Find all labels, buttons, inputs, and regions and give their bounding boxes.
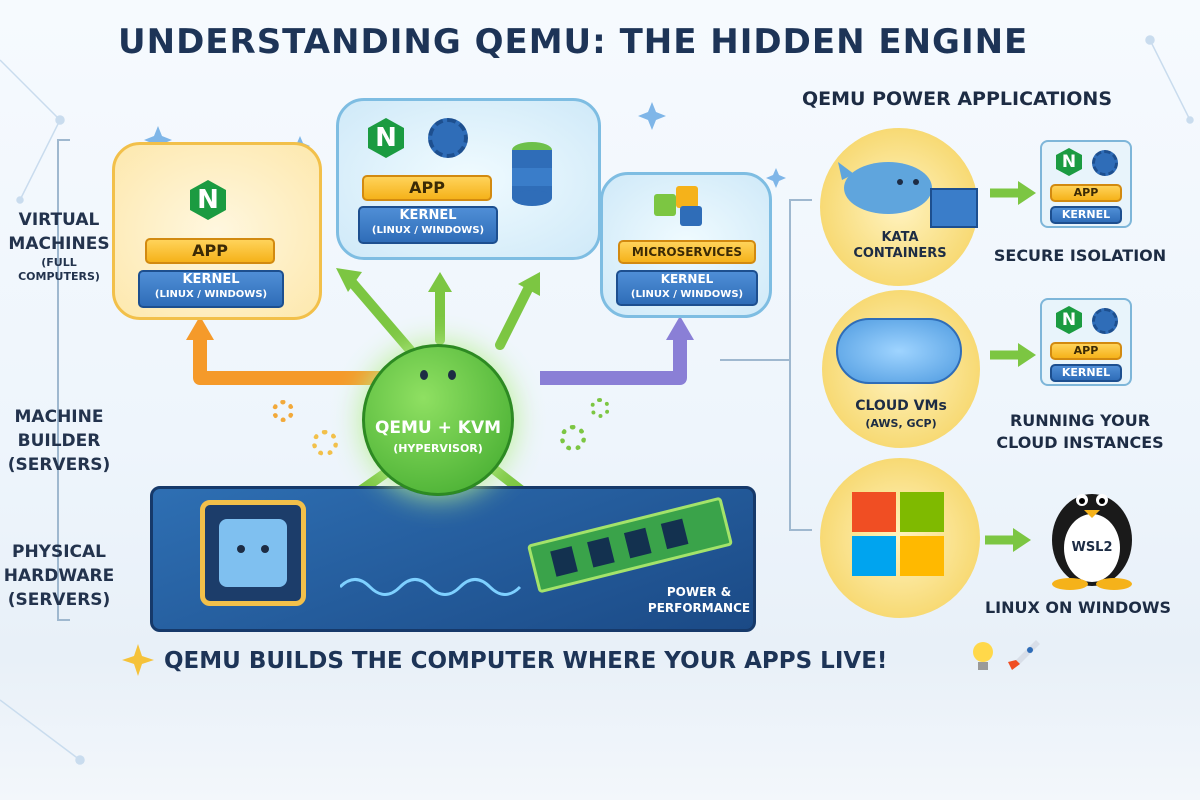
bottom-message: QEMU BUILDS THE COMPUTER WHERE YOUR APPS… <box>164 648 888 674</box>
kata-label-line1: KATA <box>881 230 919 245</box>
secure-isolation-label: SECURE ISOLATION <box>993 246 1167 265</box>
vm-left-kernel-sub: (LINUX / WINDOWS) <box>154 289 268 300</box>
label-virtual-sub: (FULL COMPUTERS) <box>18 256 100 283</box>
hardware-label-line2: PERFORMANCE <box>647 601 751 615</box>
secure-vm-app: APP <box>1050 184 1122 202</box>
page-title: UNDERSTANDING QEMU: THE HIDDEN ENGINE <box>118 22 1029 62</box>
applications-heading: QEMU POWER APPLICATIONS <box>802 88 1113 110</box>
label-machine-builder: MACHINE BUILDER (SERVERS) <box>0 405 118 477</box>
wave-icon <box>340 578 522 596</box>
label-builder-line1: MACHINE <box>14 407 104 427</box>
cloud-instances-label: RUNNING YOUR CLOUD INSTANCES <box>980 410 1180 454</box>
vm-center-kernel-label: KERNEL <box>399 208 457 223</box>
gear-icon <box>560 425 586 451</box>
label-hardware-line2: HARDWARE <box>3 566 115 586</box>
database-icon <box>512 142 552 206</box>
label-builder-line3: (SERVERS) <box>7 455 111 475</box>
vm-right-kernel: KERNEL (LINUX / WINDOWS) <box>616 270 758 306</box>
cloud-label-line2: (AWS, GCP) <box>865 417 937 430</box>
gear-icon <box>1092 308 1118 334</box>
gear-icon <box>312 430 338 456</box>
vm-center-kernel: KERNEL (LINUX / WINDOWS) <box>358 206 498 244</box>
vm-left-kernel: KERNEL (LINUX / WINDOWS) <box>138 270 284 308</box>
vm-center-kernel-sub: (LINUX / WINDOWS) <box>371 225 485 236</box>
puzzle-icon <box>654 186 702 226</box>
vm-center-app: APP <box>362 175 492 201</box>
container-icon <box>930 188 978 228</box>
label-builder-line2: BUILDER <box>17 431 101 451</box>
label-virtual-line2: MACHINES <box>8 234 110 254</box>
cloud-vm-app: APP <box>1050 342 1122 360</box>
label-physical-hardware: PHYSICAL HARDWARE (SERVERS) <box>0 540 118 612</box>
qemu-kvm-hub <box>362 344 514 496</box>
label-virtual-line1: VIRTUAL <box>18 210 100 230</box>
hub-face <box>416 368 462 392</box>
gear-icon <box>590 398 610 418</box>
sparkle-icon <box>122 644 154 676</box>
cloud-vm-box: N APP KERNEL <box>1040 298 1132 386</box>
label-hardware-line1: PHYSICAL <box>11 542 107 562</box>
cloud-instances-line1: RUNNING YOUR <box>1009 411 1151 430</box>
cloud-instances-line2: CLOUD INSTANCES <box>996 433 1164 452</box>
vm-left-kernel-label: KERNEL <box>182 272 240 287</box>
hub-sub: (HYPERVISOR) <box>393 442 483 455</box>
rocket-icon <box>1008 640 1040 670</box>
cloud-label: CLOUD VMs (AWS, GCP) <box>826 398 976 432</box>
secure-vm-kernel: KERNEL <box>1050 206 1122 224</box>
cloud-vm-kernel: KERNEL <box>1050 364 1122 382</box>
nginx-icon: N <box>190 180 226 220</box>
gear-icon <box>1092 150 1118 176</box>
gear-icon <box>428 118 468 158</box>
label-hardware-line3: (SERVERS) <box>7 590 111 610</box>
cloud-icon <box>836 318 962 384</box>
hardware-label-line1: POWER & <box>666 585 732 599</box>
kata-label-line2: CONTAINERS <box>853 246 947 261</box>
hardware-label: POWER & PERFORMANCE <box>640 584 758 616</box>
vm-left-app: APP <box>145 238 275 264</box>
whale-icon <box>838 162 932 214</box>
cpu-icon <box>200 500 306 606</box>
vm-right-kernel-label: KERNEL <box>660 272 714 286</box>
lightbulb-icon <box>973 642 993 670</box>
label-virtual-machines: VIRTUAL MACHINES (FULL COMPUTERS) <box>0 208 118 284</box>
kata-label: KATA CONTAINERS <box>826 230 974 262</box>
nginx-icon: N <box>1056 306 1082 334</box>
hub-name: QEMU + KVM <box>374 418 502 438</box>
secure-vm-box: N APP KERNEL <box>1040 140 1132 228</box>
vm-right-app: MICROSERVICES <box>618 240 756 264</box>
linux-on-windows-label: LINUX ON WINDOWS <box>984 598 1172 617</box>
cloud-label-line1: CLOUD VMs <box>855 398 947 414</box>
nginx-icon: N <box>1056 148 1082 176</box>
vm-right-kernel-sub: (LINUX / WINDOWS) <box>630 289 744 300</box>
gear-icon <box>272 400 294 422</box>
windows-icon <box>852 492 948 578</box>
wsl2-badge: WSL2 <box>1071 540 1113 555</box>
tux-icon <box>1052 494 1132 590</box>
